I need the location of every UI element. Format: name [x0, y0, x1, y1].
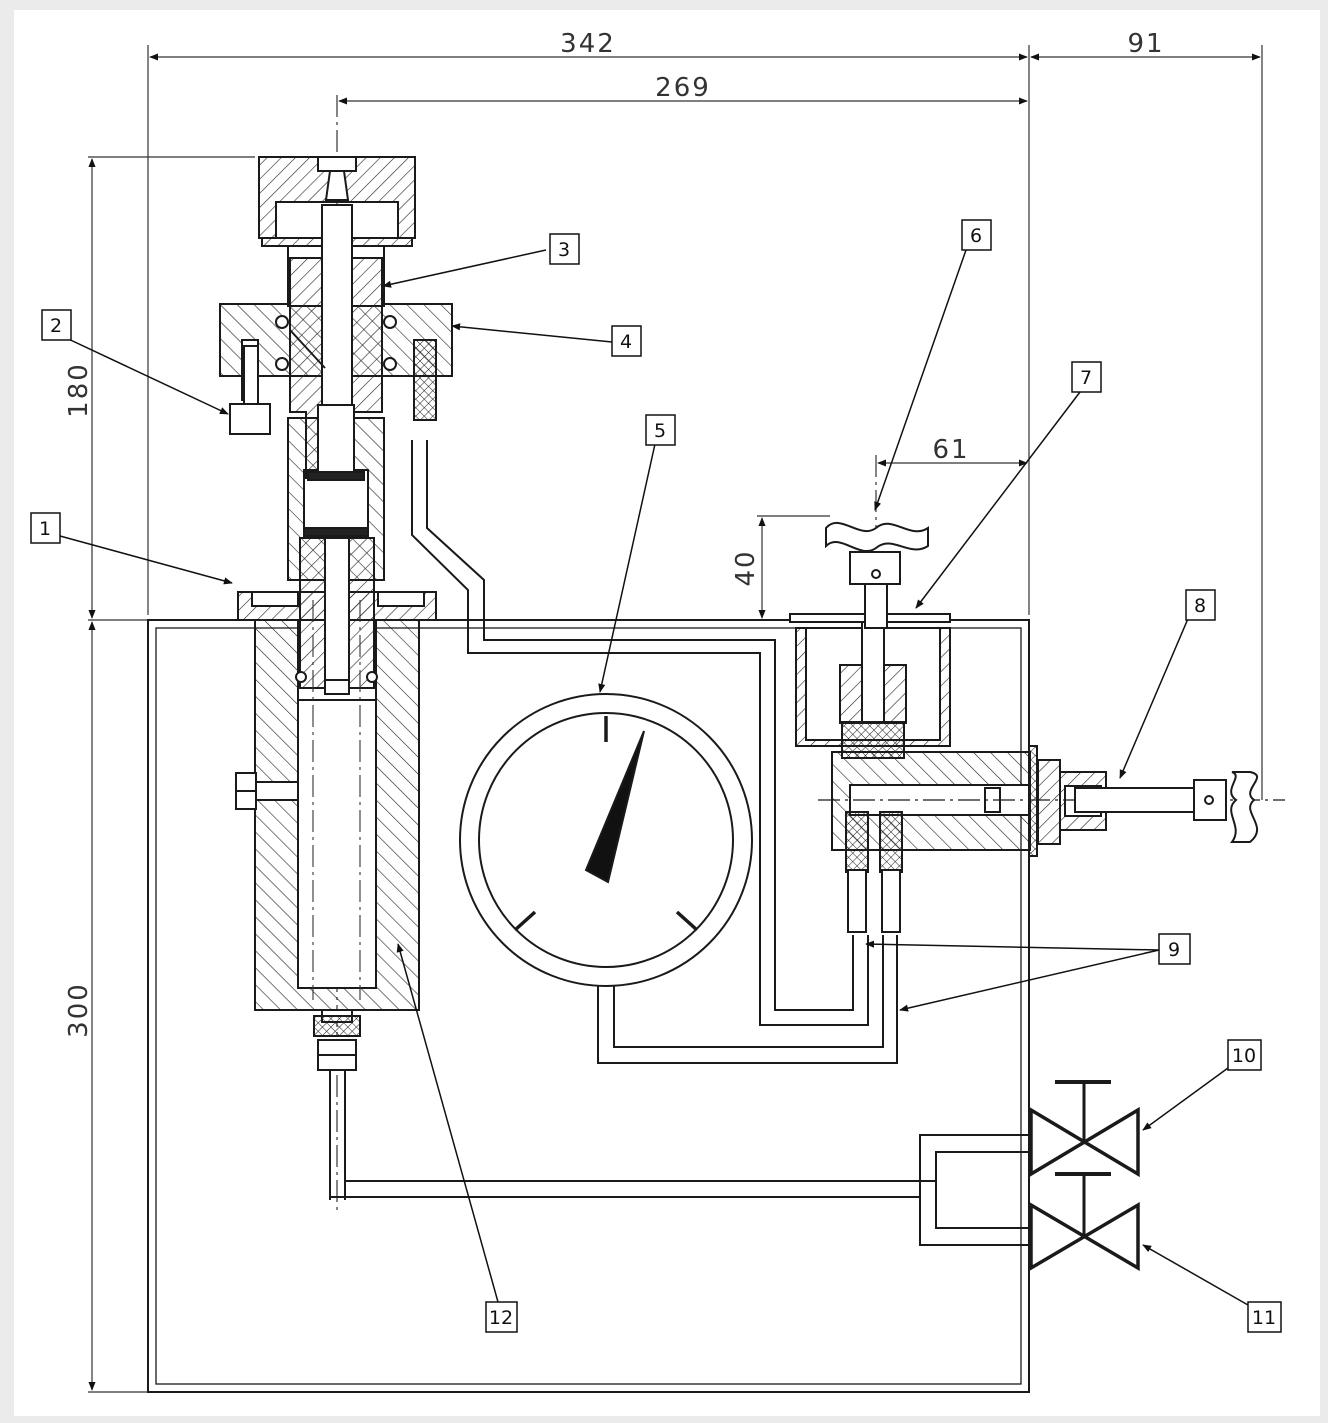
callout-9: 9: [1168, 939, 1180, 961]
callout-6: 6: [970, 225, 982, 247]
callout-12: 12: [489, 1307, 513, 1329]
top-assembly: [219, 156, 453, 481]
callout-2: 2: [50, 315, 62, 337]
dim-axis-to-edge: 269: [655, 73, 711, 103]
dim-base-height: 300: [64, 982, 94, 1038]
leader-lines: [59, 249, 1249, 1306]
callout-11: 11: [1252, 1307, 1276, 1329]
valve-housing: [789, 521, 1107, 933]
gauge-needle-icon: [584, 730, 645, 884]
callout-10: 10: [1232, 1045, 1256, 1067]
callout-8: 8: [1194, 595, 1206, 617]
callout-4: 4: [620, 331, 632, 353]
dim-overall-width: 342: [560, 29, 616, 59]
dim-right-offset: 91: [1127, 29, 1164, 59]
dim-upper-height: 180: [64, 362, 94, 418]
callout-boxes: [30, 219, 1282, 1333]
piping: [329, 440, 1029, 1246]
callout-3: 3: [558, 239, 570, 261]
safety-pin: [229, 345, 271, 435]
center-lines: [312, 600, 361, 1000]
base-frame: [147, 619, 1030, 1393]
dim-handle-offset: 61: [932, 435, 969, 465]
dim-handle-height: 40: [731, 549, 761, 586]
valves: [1029, 1080, 1140, 1272]
callout-5: 5: [654, 420, 666, 442]
outlet-spindle: [818, 771, 1285, 843]
pressure-gauge: [459, 693, 753, 987]
callout-7: 7: [1080, 367, 1092, 389]
callout-1: 1: [39, 518, 51, 540]
